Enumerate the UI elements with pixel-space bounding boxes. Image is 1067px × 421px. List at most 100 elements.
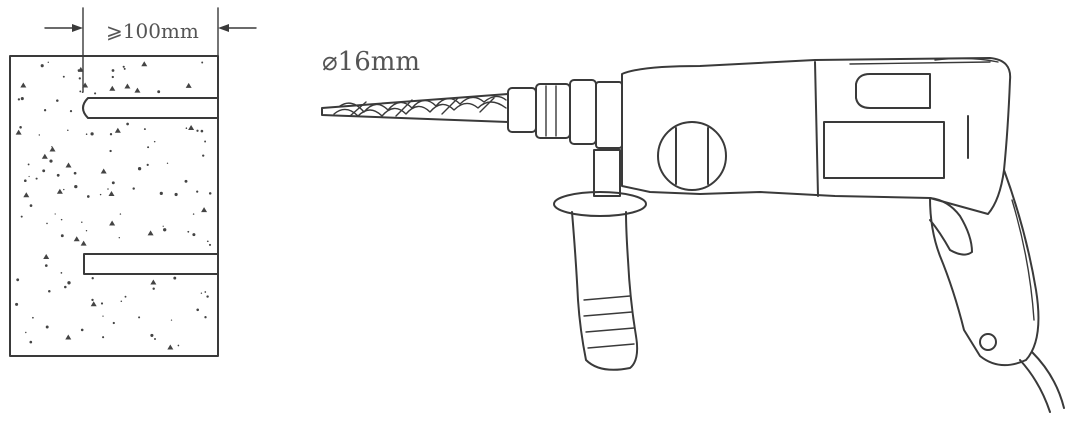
aggregate-speck — [111, 75, 114, 79]
aggregate-speck — [204, 291, 207, 293]
aggregate-speck — [60, 272, 63, 274]
aggregate-speck — [29, 204, 33, 207]
aggregate-speck — [167, 344, 174, 350]
aggregate-speck — [134, 87, 141, 93]
drilled-hole-lower — [83, 253, 219, 275]
aggregate-speck — [204, 140, 207, 143]
aggregate-speck — [109, 133, 113, 136]
aggregate-speck — [146, 163, 149, 167]
aggregate-speck — [196, 308, 199, 312]
aggregate-speck — [99, 193, 102, 196]
aggregate-speck — [184, 179, 188, 183]
aggregate-speck — [102, 315, 104, 317]
aggregate-speck — [63, 188, 65, 191]
auxiliary-handle — [553, 149, 647, 371]
aggregate-speck — [27, 163, 30, 166]
hammer-drill — [321, 57, 1065, 413]
dimension-arrowhead-left — [72, 24, 83, 32]
dimension-arrowhead-right — [218, 24, 229, 32]
aggregate-speck — [56, 99, 59, 102]
aggregate-speck — [154, 338, 156, 340]
mode-selector-knob — [657, 121, 727, 191]
aggregate-speck — [73, 171, 77, 175]
aggregate-speck — [120, 300, 123, 303]
aggregate-speck — [86, 195, 90, 198]
aggregate-speck — [152, 287, 155, 290]
aggregate-speck — [32, 316, 34, 319]
aggregate-speck — [80, 328, 84, 332]
drill-body — [621, 57, 1012, 215]
aggregate-speck — [192, 213, 195, 215]
aggregate-speck — [80, 240, 87, 246]
aggregate-speck — [20, 82, 27, 88]
aggregate-speck — [200, 129, 204, 133]
aggregate-speck — [43, 253, 50, 259]
aggregate-speck — [109, 220, 116, 226]
aggregate-speck — [60, 234, 64, 238]
aggregate-speck — [153, 140, 156, 143]
aggregate-speck — [126, 122, 129, 126]
aggregate-speck — [132, 187, 135, 190]
aggregate-speck — [200, 292, 203, 294]
aggregate-speck — [90, 301, 97, 307]
aggregate-speck — [56, 173, 60, 177]
aggregate-speck — [137, 167, 142, 171]
aggregate-speck — [162, 225, 164, 227]
aggregate-speck — [138, 316, 141, 319]
aggregate-speck — [60, 218, 63, 221]
aggregate-speck — [65, 162, 72, 168]
side-label-plate — [823, 73, 969, 179]
aggregate-speck — [102, 336, 105, 339]
aggregate-speck — [111, 181, 115, 185]
trigger — [929, 197, 973, 256]
aggregate-speck — [23, 179, 27, 183]
aggregate-speck — [107, 188, 109, 190]
aggregate-speck — [201, 207, 208, 213]
aggregate-speck — [208, 192, 212, 195]
aggregate-speck — [40, 64, 44, 68]
aggregate-speck — [118, 237, 121, 239]
dimension-label: ⩾100mm — [106, 19, 199, 43]
aggregate-speck — [147, 146, 150, 149]
aggregate-speck — [77, 69, 80, 72]
aggregate-speck — [54, 213, 56, 215]
aggregate-speck — [16, 278, 20, 282]
aggregate-speck — [47, 61, 49, 63]
aggregate-speck — [143, 128, 146, 131]
aggregate-speck — [51, 146, 53, 148]
aggregate-speck — [15, 302, 19, 306]
aggregate-speck — [100, 302, 104, 305]
aggregate-speck — [91, 277, 94, 280]
power-cord — [1019, 351, 1065, 413]
aggregate-speck — [25, 331, 27, 334]
aggregate-speck — [201, 61, 204, 64]
aggregate-speck — [28, 175, 30, 178]
aggregate-speck — [141, 61, 148, 67]
aggregate-speck — [159, 191, 163, 195]
aggregate-speck — [173, 276, 177, 280]
aggregate-speck — [38, 134, 40, 136]
aggregate-speck — [67, 129, 69, 131]
aggregate-speck — [90, 132, 94, 136]
aggregate-speck — [65, 334, 72, 340]
aggregate-speck — [85, 230, 88, 232]
aggregate-speck — [202, 154, 205, 157]
concrete-texture — [15, 61, 212, 350]
aggregate-speck — [150, 333, 154, 337]
aggregate-speck — [20, 97, 24, 101]
aggregate-speck — [19, 126, 22, 129]
aggregate-speck — [185, 82, 192, 88]
aggregate-speck — [82, 82, 89, 88]
aggregate-speck — [111, 69, 115, 72]
aggregate-speck — [188, 124, 195, 130]
aggregate-speck — [23, 192, 30, 198]
aggregate-speck — [45, 325, 49, 329]
aggregate-speck — [208, 243, 212, 246]
aggregate-speck — [109, 85, 116, 91]
aggregate-speck — [94, 92, 97, 95]
aggregate-speck — [122, 65, 125, 68]
aggregate-speck — [196, 129, 199, 132]
drill-bit — [321, 93, 509, 123]
aggregate-speck — [78, 77, 81, 80]
